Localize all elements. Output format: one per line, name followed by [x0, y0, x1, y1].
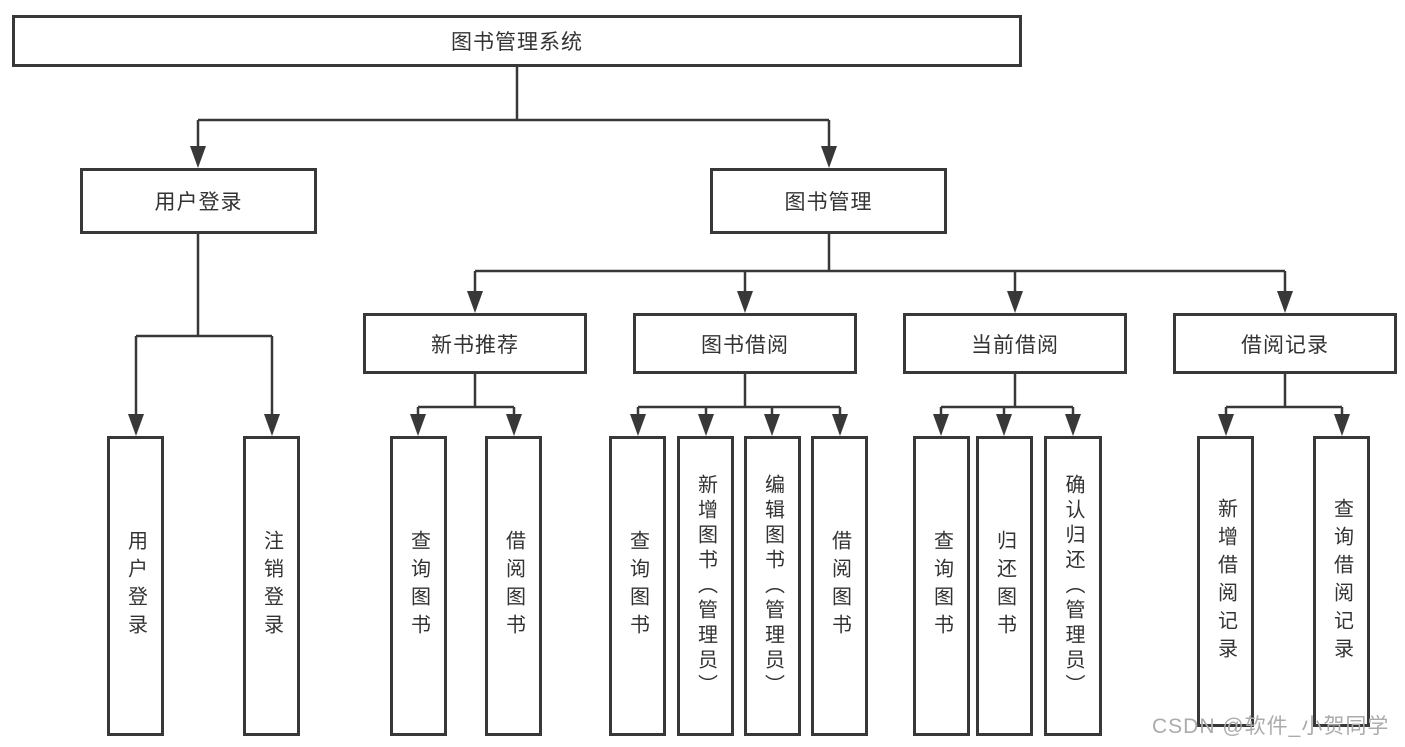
leaf-current-return-books-label: 归还图书 — [993, 530, 1016, 642]
leaf-current-query-books-label: 查询图书 — [930, 530, 953, 642]
leaf-borrowing-query-books-label: 查询图书 — [626, 530, 649, 642]
csdn-watermark: CSDN @软件_小贺同学 — [1152, 715, 1390, 738]
leaf-current-confirm-return-admin: 确认归还（管理员） — [1044, 436, 1102, 736]
leaf-logout: 注销登录 — [243, 436, 300, 736]
leaf-newbooks-borrow-books-label: 借阅图书 — [502, 530, 525, 642]
leaf-newbooks-borrow-books: 借阅图书 — [485, 436, 542, 736]
leaf-borrowing-borrow-books: 借阅图书 — [811, 436, 868, 736]
leaf-logout-label: 注销登录 — [260, 530, 283, 642]
leaf-borrowing-edit-books-admin: 编辑图书（管理员） — [744, 436, 801, 736]
node-new-book-recommendation: 新书推荐 — [363, 313, 587, 374]
node-book-borrowing-label: 图书借阅 — [701, 333, 789, 357]
node-borrow-records: 借阅记录 — [1173, 313, 1397, 374]
leaf-records-query-record: 查询借阅记录 — [1313, 436, 1370, 727]
leaf-records-add-record: 新增借阅记录 — [1197, 436, 1254, 727]
node-user-login: 用户登录 — [80, 168, 317, 234]
leaf-user-login: 用户登录 — [107, 436, 164, 736]
node-current-borrowing-label: 当前借阅 — [971, 333, 1059, 357]
leaf-borrowing-borrow-books-label: 借阅图书 — [828, 530, 851, 642]
node-user-login-label: 用户登录 — [154, 191, 243, 214]
leaf-records-query-record-label: 查询借阅记录 — [1330, 497, 1353, 666]
leaf-borrowing-add-books-admin-label: 新增图书（管理员） — [694, 473, 717, 699]
leaf-newbooks-query-books-label: 查询图书 — [407, 530, 430, 642]
leaf-user-login-label: 用户登录 — [124, 530, 147, 642]
leaf-current-query-books: 查询图书 — [913, 436, 970, 736]
node-book-management-label: 图书管理 — [784, 191, 873, 214]
leaf-records-add-record-label: 新增借阅记录 — [1214, 497, 1237, 666]
node-new-book-recommendation-label: 新书推荐 — [431, 333, 519, 357]
leaf-current-return-books: 归还图书 — [976, 436, 1033, 736]
leaf-borrowing-add-books-admin: 新增图书（管理员） — [677, 436, 734, 736]
leaf-newbooks-query-books: 查询图书 — [390, 436, 447, 736]
node-current-borrowing: 当前借阅 — [903, 313, 1127, 374]
leaf-borrowing-edit-books-admin-label: 编辑图书（管理员） — [761, 473, 784, 699]
arrowheads — [128, 146, 1350, 436]
node-borrow-records-label: 借阅记录 — [1241, 333, 1329, 357]
leaf-current-confirm-return-admin-label: 确认归还（管理员） — [1062, 473, 1084, 699]
leaf-borrowing-query-books: 查询图书 — [609, 436, 666, 736]
node-book-borrowing: 图书借阅 — [633, 313, 857, 374]
node-root-label: 图书管理系统 — [451, 31, 583, 54]
node-root-system: 图书管理系统 — [12, 15, 1022, 67]
node-book-management: 图书管理 — [710, 168, 947, 234]
